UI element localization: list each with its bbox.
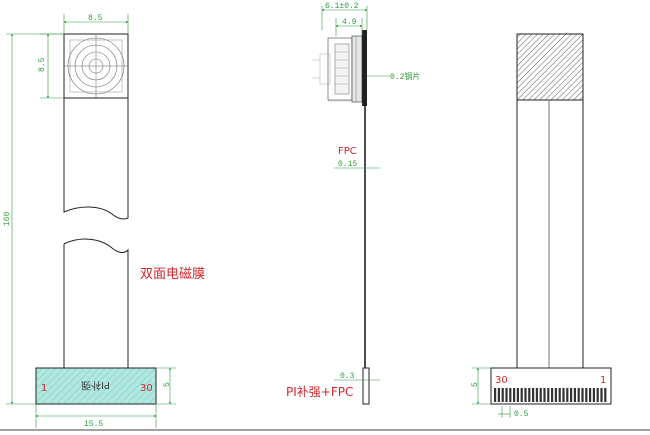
dim-pitch: 0.5 xyxy=(514,410,529,419)
gold-finger-pad xyxy=(532,388,535,402)
gold-finger-pad xyxy=(581,388,584,402)
gold-finger-pad xyxy=(554,388,557,402)
fpc-strip-lower xyxy=(63,238,129,368)
gold-finger-pad xyxy=(539,388,542,402)
gold-finger-pad xyxy=(566,388,569,402)
steel-label: 0.2钢片 xyxy=(390,71,420,82)
dim-bottom-width: 15.5 xyxy=(84,420,103,429)
gold-finger-pad xyxy=(543,388,546,402)
back-pin-30-label: 30 xyxy=(495,375,508,386)
gold-finger-pad xyxy=(577,388,580,402)
back-module-hatched xyxy=(516,33,584,101)
stiffener-mark: PI补强 xyxy=(81,379,110,392)
gold-finger-pad xyxy=(547,388,550,402)
stiffener-label: PI补强+FPC xyxy=(286,385,353,399)
gold-finger-pad xyxy=(505,388,508,402)
gold-finger-pad xyxy=(535,388,538,402)
dim-top-width: 8.5 xyxy=(88,14,103,23)
gold-finger-pad xyxy=(551,388,554,402)
steel-plate xyxy=(362,30,367,106)
dim-lens-height: 8.5 xyxy=(38,57,47,72)
film-label: 双面电磁膜 xyxy=(140,267,205,282)
gold-finger-pad xyxy=(589,388,592,402)
stiffener-thickness: 0.3 xyxy=(340,372,355,381)
lens-icon xyxy=(64,34,128,98)
side-stiffener xyxy=(362,367,370,405)
fpc-label: FPC xyxy=(338,146,357,157)
fpc-strip-upper xyxy=(63,98,129,220)
dim-module: 4.9 xyxy=(342,18,357,27)
pin-1-label: 1 xyxy=(41,383,47,394)
gold-finger-pad xyxy=(516,388,519,402)
front-view: 1 30 PI补强 8.5 8.5 160 5 15.5 双面电磁膜 xyxy=(3,14,205,429)
gold-finger-pad xyxy=(520,388,523,402)
gold-finger-pad xyxy=(596,388,599,402)
side-view: 6.1±0.2 4.9 0.2钢片 FPC 0.15 0.3 PI补强+FPC xyxy=(286,2,420,405)
gold-finger-pad xyxy=(600,388,603,402)
gold-finger-pad xyxy=(558,388,561,402)
gold-finger-pad xyxy=(497,388,500,402)
dim-connector-height: 5 xyxy=(163,382,172,387)
gold-finger-pad xyxy=(524,388,527,402)
gold-finger-pad xyxy=(573,388,576,402)
gold-finger-pad xyxy=(585,388,588,402)
gold-finger-pad xyxy=(570,388,573,402)
dim-total-length: 160 xyxy=(3,211,12,226)
pin-30-label: 30 xyxy=(140,383,153,394)
back-dim-connector-height: 5 xyxy=(471,382,480,387)
gold-finger-pad xyxy=(513,388,516,402)
side-module xyxy=(312,35,363,103)
back-view: 30 1 5 0.5 xyxy=(471,33,612,419)
gold-finger-pad xyxy=(604,388,607,402)
gold-finger-pad xyxy=(494,388,497,402)
gold-finger-pad xyxy=(592,388,595,402)
gold-finger-pad xyxy=(562,388,565,402)
gold-finger-pad xyxy=(528,388,531,402)
gold-finger-pad xyxy=(501,388,504,402)
gold-finger-pad xyxy=(509,388,512,402)
gold-fingers xyxy=(494,388,607,402)
fpc-thickness: 0.15 xyxy=(338,160,357,169)
dim-overall: 6.1±0.2 xyxy=(325,2,359,11)
back-pin-1-label: 1 xyxy=(600,375,606,386)
